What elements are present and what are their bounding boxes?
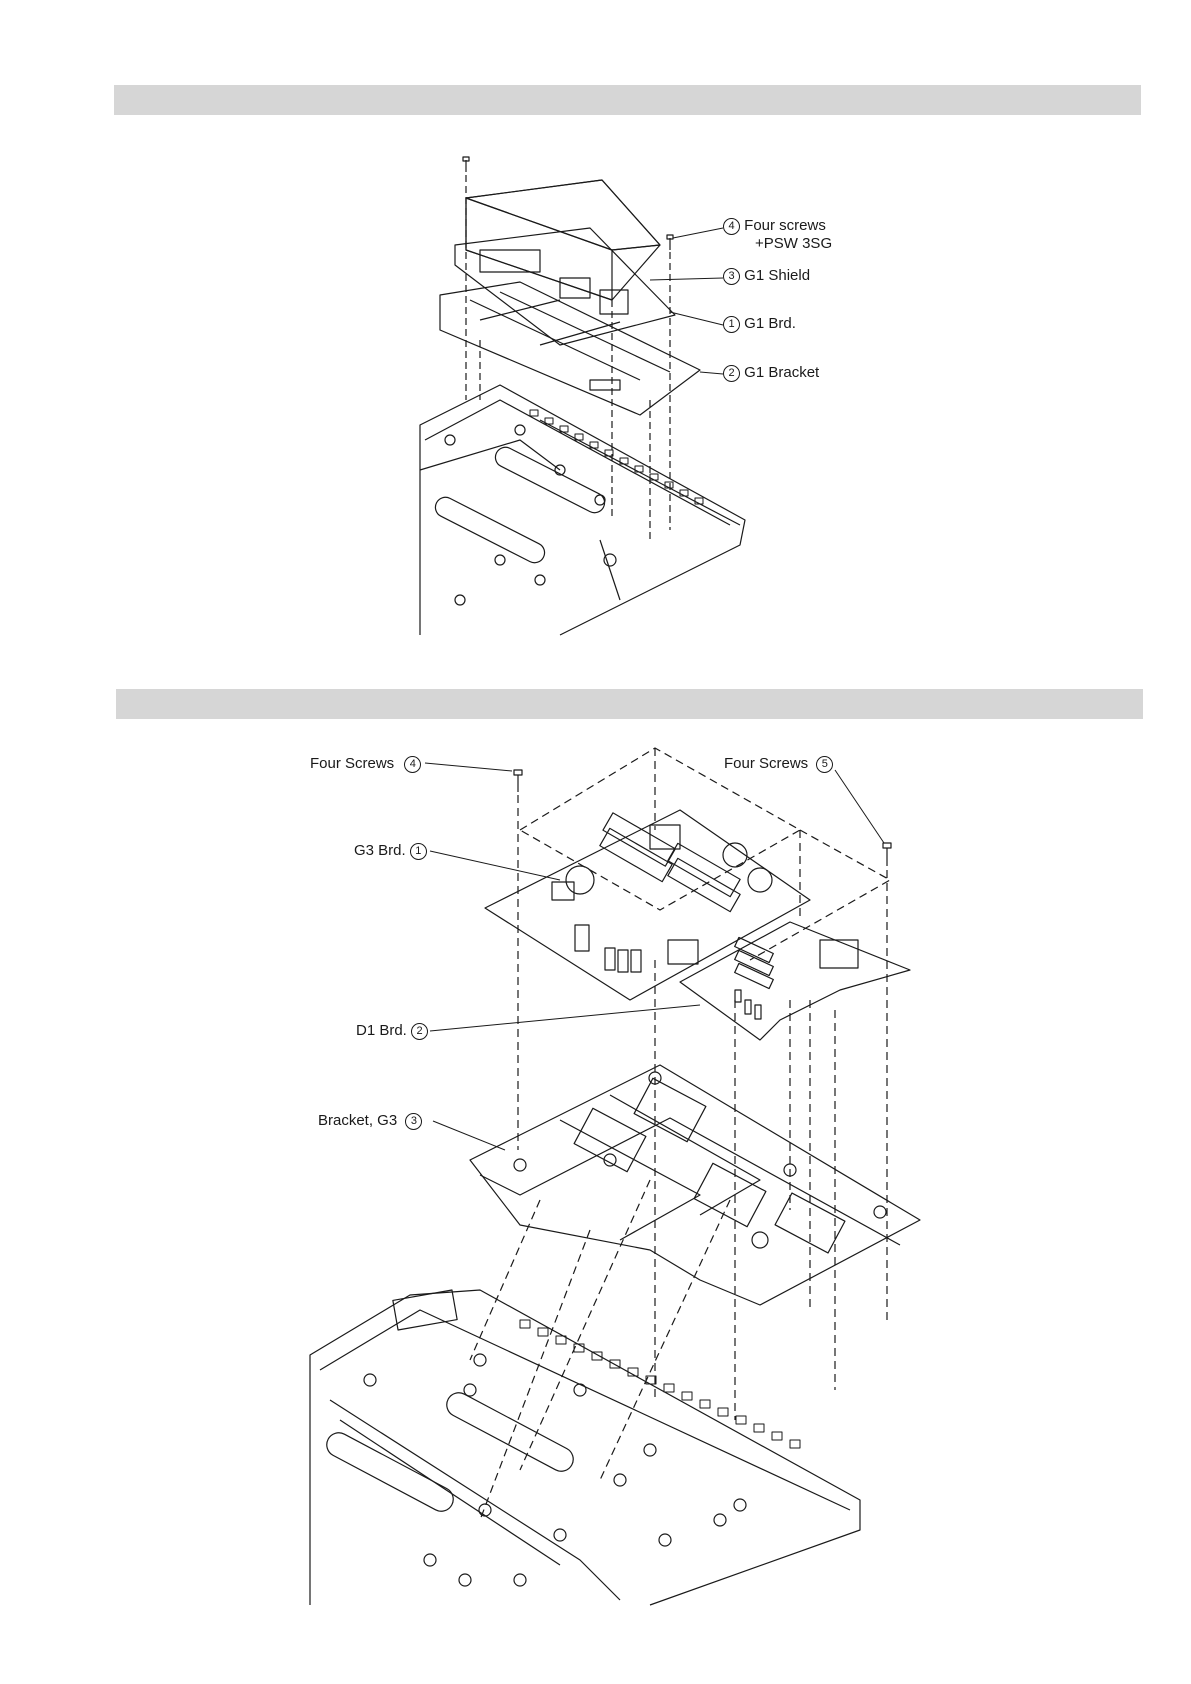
screw-icon <box>514 770 522 792</box>
callout-label: Four Screws <box>310 755 394 772</box>
callout-label: G1 Shield <box>744 267 810 284</box>
callout-four-screws-1: 4 Four screws +PSW 3SG <box>723 217 832 253</box>
callout-label: G1 Brd. <box>744 315 796 332</box>
callout-d1-brd: D1 Brd. 2 <box>356 1022 428 1040</box>
g1-board-shape <box>455 228 675 345</box>
callout-label: Four screws <box>744 217 826 234</box>
callout-number: 4 <box>723 218 740 235</box>
chassis-shape <box>420 385 745 635</box>
callout-number: 5 <box>816 756 833 773</box>
callout-label: D1 Brd. <box>356 1022 407 1039</box>
figure2-drawing <box>310 748 920 1605</box>
callout-number: 1 <box>410 843 427 860</box>
callout-g1-brd: 1 G1 Brd. <box>723 315 796 333</box>
callout-label: Four Screws <box>724 755 808 772</box>
callout-number: 3 <box>405 1113 422 1130</box>
screw-icon <box>667 235 673 250</box>
callout-number: 4 <box>404 756 421 773</box>
callout-number: 2 <box>723 365 740 382</box>
callout-number: 2 <box>411 1023 428 1040</box>
callout-number: 3 <box>723 268 740 285</box>
figure1-drawing <box>420 157 745 635</box>
callout-label: Bracket, G3 <box>318 1112 397 1129</box>
callout-number: 1 <box>723 316 740 333</box>
chassis-shape <box>310 1290 860 1605</box>
g3-bracket-shape <box>470 1065 920 1305</box>
callout-g1-shield: 3 G1 Shield <box>723 267 810 285</box>
d1-board-shape <box>680 922 910 1040</box>
callout-sublabel: +PSW 3SG <box>723 235 832 252</box>
callout-bracket-g3: Bracket, G3 3 <box>318 1112 422 1130</box>
callout-label: G1 Bracket <box>744 364 819 381</box>
callout-g3-brd: G3 Brd. 1 <box>354 842 427 860</box>
screw-icon <box>463 157 469 172</box>
callout-four-screws-5: Four Screws 5 <box>724 755 833 773</box>
callout-four-screws-4: Four Screws 4 <box>310 755 421 773</box>
callout-label: G3 Brd. <box>354 842 406 859</box>
callout-g1-bracket: 2 G1 Bracket <box>723 364 819 382</box>
screw-icon <box>883 843 891 866</box>
